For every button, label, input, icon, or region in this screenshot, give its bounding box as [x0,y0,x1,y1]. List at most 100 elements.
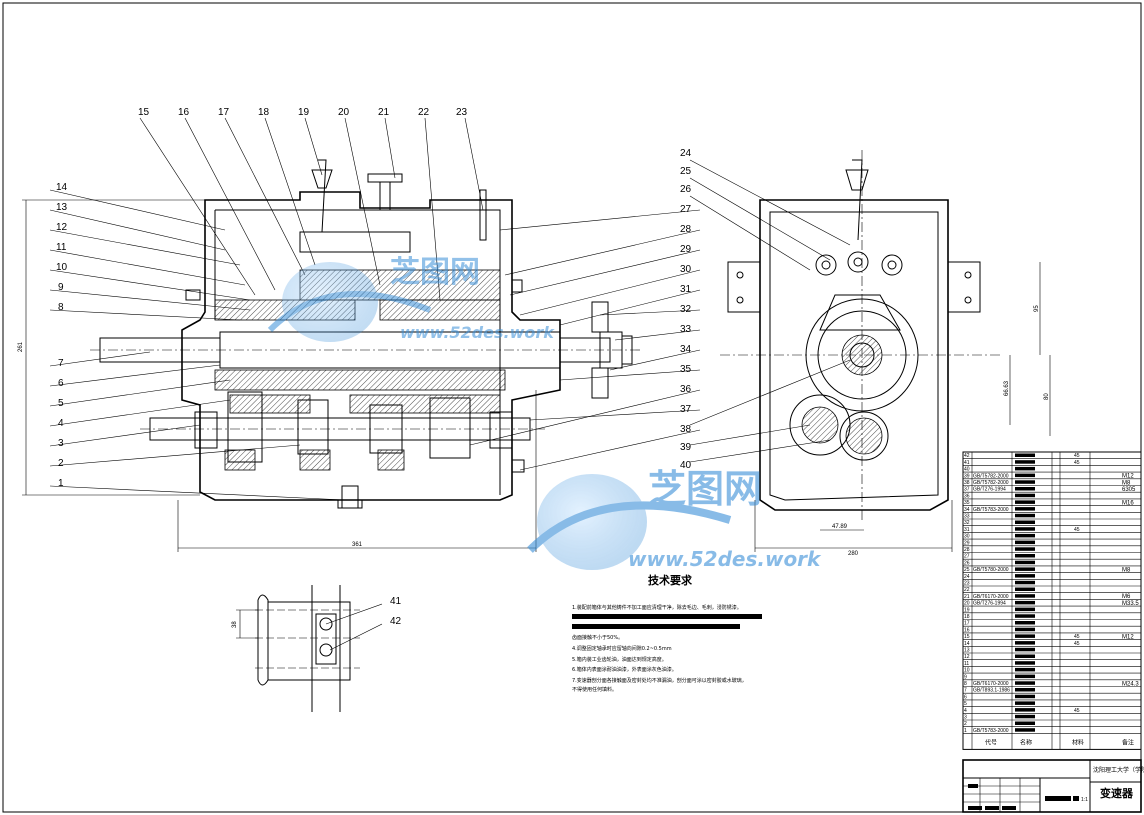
callout-18: 18 [258,107,270,118]
watermark-brand-top: 芝图网 [390,255,480,290]
title-university: 沈阳理工大学（学院） [1093,766,1144,774]
parts-row-no: 16 [964,627,970,633]
parts-row-name-redacted [1015,453,1035,457]
parts-row-note: M6 [1122,594,1131,600]
callout-24: 24 [680,148,692,159]
watermark-middle: 芝图网 www.52des.work [527,467,822,571]
parts-row-name-redacted [1015,547,1035,551]
parts-row-name-redacted [1015,527,1035,531]
dim-detail-gap: 38 [232,621,238,628]
callout-3: 3 [58,438,64,449]
parts-row-no: 24 [964,574,970,580]
parts-row-no: 26 [964,560,970,566]
parts-row-code: GB/T5783-2000 [973,507,1009,513]
callout-17: 17 [218,107,230,118]
parts-row-note: M24.3 [1122,681,1139,687]
callout-5: 5 [58,398,64,409]
callout-20: 20 [338,107,350,118]
callout-38: 38 [680,424,692,435]
callout-37: 37 [680,404,692,415]
parts-row-no: 22 [964,587,970,593]
parts-row-no: 9 [964,674,967,680]
dim-side-h3: 80 [1044,393,1050,400]
tech-req-3-redacted [572,624,740,629]
parts-row-no: 5 [964,701,967,707]
callout-6: 6 [58,378,64,389]
title-drawing: 变速器 [1100,786,1134,800]
parts-row-no: 30 [964,534,970,540]
parts-row-no: 17 [964,621,970,627]
callout-23: 23 [456,107,468,118]
parts-row-name-redacted [1015,487,1035,491]
parts-row-code: GB/T6170-2000 [973,681,1009,687]
parts-row-material: 45 [1074,634,1080,640]
parts-row-no: 32 [964,520,970,526]
parts-row-name-redacted [1015,641,1035,645]
parts-row-no: 29 [964,540,970,546]
parts-row-name-redacted [1015,507,1035,511]
dim-overall-height: 261 [18,341,24,352]
callout-7: 7 [58,358,64,369]
callout-8: 8 [58,302,64,313]
parts-row-name-redacted [1015,728,1035,732]
watermark-url-mid: www.52des.work [628,547,822,571]
parts-row-name-redacted [1015,614,1035,618]
parts-row-no: 33 [964,514,970,520]
parts-row-name-redacted [1015,480,1035,484]
parts-row-no: 42 [964,453,970,459]
parts-row-no: 35 [964,500,970,506]
title-scale: 1:1 [1081,797,1088,803]
parts-row-no: 37 [964,487,970,493]
parts-row-code: GB/T5780-2000 [973,567,1009,573]
tech-requirements-title: 技术要求 [648,574,692,587]
parts-row-name-redacted [1015,513,1035,518]
parts-row-name-redacted [1015,647,1035,652]
callout-1: 1 [58,478,64,489]
parts-row-name-redacted [1015,466,1035,471]
parts-row-no: 6 [964,694,967,700]
parts-row-no: 39 [964,473,970,479]
parts-row-material: 45 [1074,641,1080,647]
parts-row-name-redacted [1015,627,1035,632]
parts-row-note: M12 [1122,474,1134,480]
parts-row-no: 40 [964,467,970,473]
callout-22: 22 [418,107,430,118]
parts-row-name-redacted [1015,500,1035,504]
tech-req-5: 5.箱内装工业齿轮油，油面达到规定高度。 [572,657,667,663]
parts-row-name-redacted [1015,540,1035,545]
callout-15: 15 [138,107,150,118]
tech-req-7: 7.变速器剖分面各接触面及密封处均不准漏油，剖分面可涂以密封胶或水玻璃， [572,678,747,684]
parts-row-name-redacted [1015,681,1035,685]
parts-row-code: GB/T5782-2000 [973,480,1009,486]
parts-row-name-redacted [1015,694,1035,699]
parts-row-no: 34 [964,507,970,513]
parts-row-name-redacted [1015,708,1035,712]
parts-row-name-redacted [1015,473,1035,478]
parts-row-no: 10 [964,668,970,674]
callout-10: 10 [56,262,68,273]
callout-28: 28 [680,224,692,235]
parts-row-no: 41 [964,460,970,466]
callout-9: 9 [58,282,64,293]
parts-row-name-redacted [1015,607,1035,612]
parts-row-name-redacted [1015,721,1035,725]
callout-13: 13 [56,202,68,213]
parts-list-header-cell: 材料 [1072,738,1084,746]
callout-19: 19 [298,107,310,118]
watermark-top: 芝图网 www.52des.work [267,255,555,342]
callout-4: 4 [58,418,64,429]
parts-row-no: 36 [964,493,970,499]
parts-row-note: M16 [1122,500,1134,506]
callout-35: 35 [680,364,692,375]
parts-row-no: 1 [964,728,967,734]
parts-row-code: GB/T5783-2000 [973,728,1009,734]
parts-row-no: 20 [964,601,970,607]
parts-list-header-cell: 代号 [985,738,997,746]
parts-row-name-redacted [1015,594,1035,598]
parts-row-code: GB/T893.1-1986 [973,688,1010,694]
parts-row-name-redacted [1015,621,1035,625]
front-section-view [22,159,640,552]
tech-req-7b: 不得使用任何填料。 [572,687,618,693]
tech-req-3b: 齿面接触不小于50%。 [572,635,624,641]
